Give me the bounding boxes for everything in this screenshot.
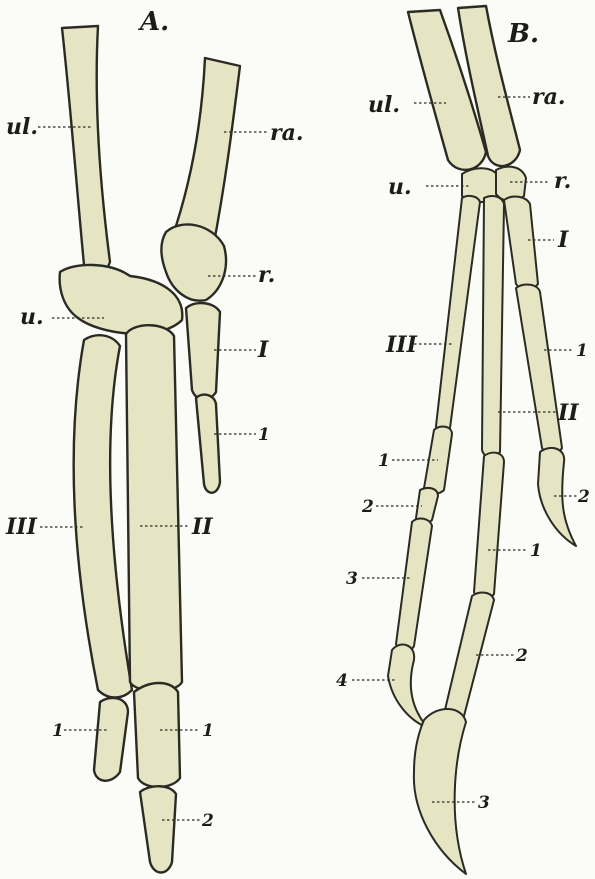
b-digit-II-phalanx-1 [474,453,504,599]
a-ulna-bone [62,26,110,279]
panel-a: A. ul. ra. u. r. I 1 [5,7,304,873]
panel-b: B. [336,6,590,874]
b-digit-III-metacarpal [436,196,480,432]
b-label-digit-II-phalanx-1: 1 [530,541,542,561]
a-digit-III-phalanx-1 [94,698,128,781]
a-label-digit-III-phalanx-1: 1 [52,721,64,741]
b-digit-II-metacarpal [482,196,504,457]
b-label-digit-III: III [385,332,418,358]
b-label-digit-III-phalanx-1: 1 [378,451,390,471]
b-label-ulnare: u. [388,174,412,200]
b-label-digit-III-phalanx-2: 2 [361,497,374,517]
b-label-digit-III-phalanx-3: 3 [346,569,358,589]
a-label-digit-I-phalanx-1: 1 [258,425,270,445]
b-digit-I-phalanx-1 [516,285,562,454]
b-digit-II-claw [414,709,466,874]
b-label-ulna: ul. [368,92,400,118]
b-label-radiale: r. [554,168,571,194]
a-digit-II-phalanx-1 [134,683,180,787]
a-label-digit-II: II [191,514,213,540]
b-label-digit-I-phalanx-1: 1 [576,341,588,361]
b-digit-I-metacarpal [504,197,538,290]
b-digit-III-claw [388,645,428,728]
a-label-digit-II-phalanx-1: 1 [202,721,214,741]
a-digit-II-metacarpal [126,325,182,691]
b-digit-I-claw [538,448,576,546]
panel-b-title: B. [507,19,539,49]
b-label-digit-I-phalanx-2: 2 [577,487,590,507]
a-label-digit-III: III [5,514,38,540]
a-digit-I-metacarpal [186,303,220,399]
b-label-digit-III-phalanx-4: 4 [336,671,348,691]
a-radiale-bone [162,224,226,300]
b-digit-III-phalanx-3 [396,519,432,652]
b-label-digit-II: II [557,400,579,426]
a-label-ulna: ul. [6,114,38,140]
a-ulnare-bone [60,265,183,334]
panel-a-title: A. [137,7,169,37]
a-label-radiale: r. [258,262,275,288]
b-label-digit-I: I [557,227,569,253]
b-label-digit-II-phalanx-2: 2 [515,646,528,666]
a-digit-II-phalanx-2 [140,786,176,872]
a-label-digit-II-phalanx-2: 2 [201,811,214,831]
b-label-digit-II-phalanx-3: 3 [478,793,490,813]
a-label-ulnare: u. [20,304,44,330]
b-label-radius: ra. [532,84,566,110]
a-digit-III-metacarpal [74,335,132,697]
a-label-digit-I: I [257,337,269,363]
b-digit-II-phalanx-2 [444,593,494,722]
a-label-radius: ra. [270,120,304,146]
a-digit-I-phalanx-1 [196,395,220,493]
